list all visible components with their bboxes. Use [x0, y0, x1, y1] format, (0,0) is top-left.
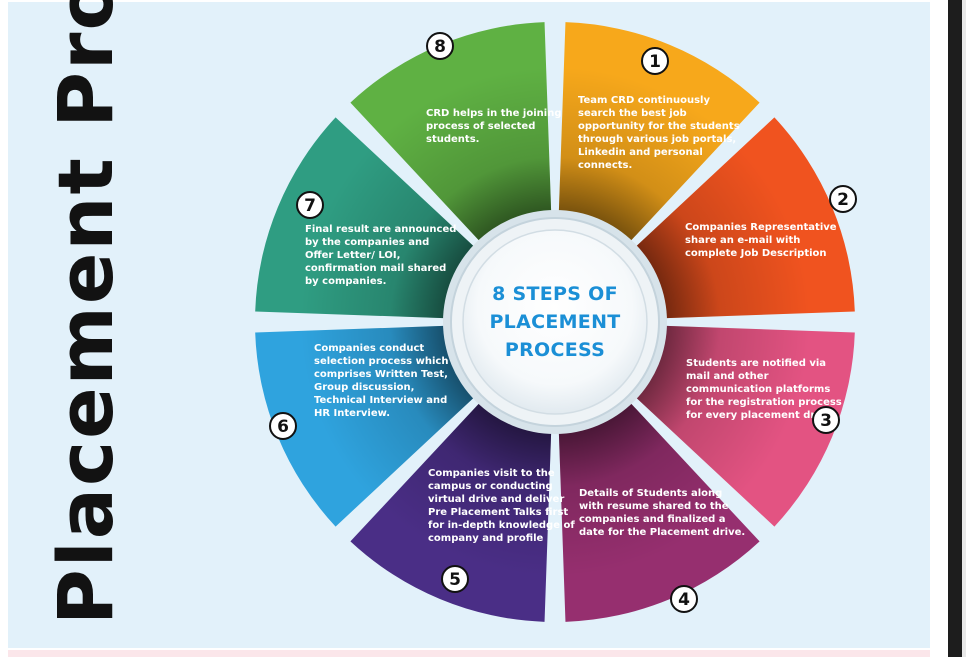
step-4-line: date for the Placement drive. [579, 527, 745, 538]
step-6-line: selection process which [314, 356, 448, 367]
step-8-line: students. [426, 134, 479, 145]
center-title: 8 STEPS OF PLACEMENT PROCESS [489, 283, 620, 361]
center-title-line: 8 STEPS OF [492, 283, 618, 305]
step-3-text: Students are notified via mail and other c… [686, 358, 842, 421]
step-6-line: HR Interview. [314, 408, 390, 419]
step-4-number: 4 [678, 590, 690, 610]
step-7-line: by the companies and [305, 237, 429, 248]
step-1-badge [641, 47, 669, 75]
step-5-line: Companies visit to the [428, 468, 555, 479]
step-2-number: 2 [837, 190, 849, 210]
step-3-badge [812, 406, 840, 434]
step-7-line: by companies. [305, 276, 386, 287]
step-6-line: Companies conduct [314, 343, 424, 354]
step-4-line: with resume shared to the [579, 501, 729, 512]
center-title-line: PROCESS [505, 339, 605, 361]
step-1-line: through various job portals, [578, 134, 736, 145]
step-7-number: 7 [304, 196, 316, 216]
step-6-badge [269, 412, 297, 440]
segment-5-shade [350, 400, 552, 622]
step-5-line: virtual drive and deliver [428, 494, 564, 505]
step-8-text: CRD helps in the joining process of selec… [426, 108, 561, 145]
step-6-line: comprises Written Test, [314, 369, 448, 380]
segment-8-shade [350, 22, 552, 244]
step-4-badge [670, 585, 698, 613]
step-1-line: Linkedin and personal [578, 147, 703, 158]
step-4-line: Details of Students along [579, 488, 722, 499]
step-3-line: communication platforms [686, 384, 830, 395]
step-5-line: campus or conducting [428, 481, 553, 492]
segment-2-shade [633, 117, 855, 319]
segment-4-shade [558, 400, 760, 622]
step-2-line: Companies Representative [685, 222, 837, 233]
segment-7-shade [255, 117, 477, 319]
step-6-line: Group discussion, [314, 382, 414, 393]
center-title-line: PLACEMENT [489, 311, 620, 333]
step-3-line: Students are notified via [686, 358, 826, 369]
step-6-number: 6 [277, 417, 289, 437]
labels-group: Team CRD continuously search the best job… [269, 32, 857, 613]
segment-1-shade [558, 22, 760, 244]
step-8-badge [426, 32, 454, 60]
segment-3-shade [633, 325, 855, 527]
step-4-line: companies and finalized a [579, 514, 726, 525]
step-5-text: Companies visit to the campus or conducti… [428, 468, 575, 544]
step-2-line: complete Job Description [685, 248, 827, 259]
step-3-number: 3 [820, 411, 832, 431]
step-5-line: Pre Placement Talks first [428, 507, 568, 518]
center-group: 8 STEPS OF PLACEMENT PROCESS [443, 210, 667, 434]
step-1-text: Team CRD continuously search the best job… [578, 95, 740, 171]
scrollbar-track[interactable] [962, 0, 966, 657]
segment-6-shade [255, 325, 477, 527]
step-7-badge [296, 191, 324, 219]
step-7-line: confirmation mail shared [305, 263, 446, 274]
step-5-line: company and profile [428, 533, 544, 544]
center-disk [462, 229, 648, 415]
step-5-badge [441, 565, 469, 593]
step-1-line: Team CRD continuously [578, 95, 710, 106]
step-6-text: Companies conduct selection process which… [314, 343, 448, 419]
step-1-line: opportunity for the students [578, 121, 740, 132]
step-8-line: CRD helps in the joining [426, 108, 561, 119]
step-6-line: Technical Interview and [314, 395, 447, 406]
step-8-line: process of selected [426, 121, 535, 132]
step-7-line: Offer Letter/ LOI, [305, 250, 400, 261]
step-2-text: Companies Representative share an e-mail … [685, 222, 837, 259]
step-5-number: 5 [449, 570, 461, 590]
step-5-line: for in-depth knowledge of [428, 520, 575, 531]
step-1-number: 1 [649, 52, 661, 72]
step-2-badge [829, 185, 857, 213]
step-3-line: for every placement drive. [686, 410, 836, 421]
step-3-line: mail and other [686, 371, 769, 382]
step-8-number: 8 [434, 37, 446, 57]
bottom-strip [8, 650, 930, 657]
step-1-line: search the best job [578, 108, 687, 119]
scrollbar[interactable] [948, 0, 966, 657]
step-3-line: for the registration process [686, 397, 842, 408]
step-7-line: Final result are announced [305, 224, 456, 235]
step-1-line: connects. [578, 160, 632, 171]
step-2-line: share an e-mail with [685, 235, 800, 246]
step-4-text: Details of Students along with resume sha… [579, 488, 745, 538]
step-7-text: Final result are announced by the compani… [305, 224, 456, 287]
segments-group [255, 22, 855, 622]
